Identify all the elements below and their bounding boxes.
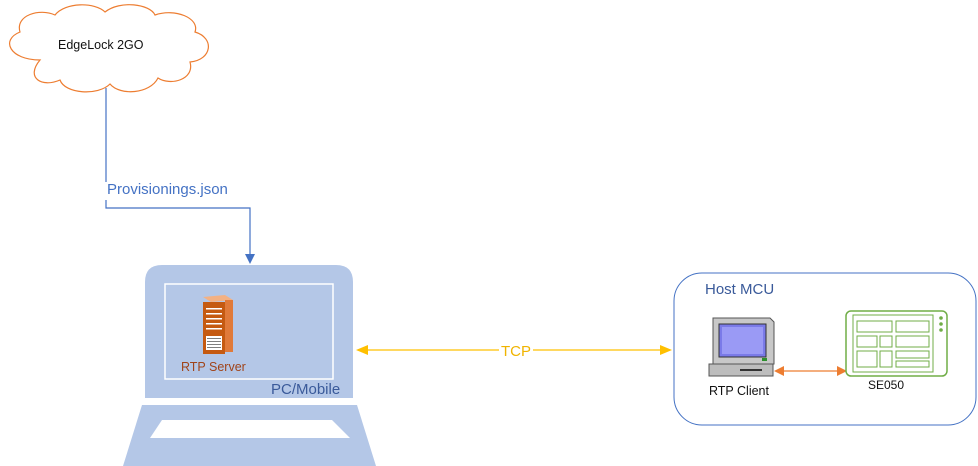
se050-label: SE050: [868, 378, 905, 392]
server-icon: [203, 295, 233, 354]
cloud-label: EdgeLock 2GO: [58, 38, 144, 52]
rtp-server-label: RTP Server: [181, 360, 246, 374]
host-mcu-label: Host MCU: [705, 281, 775, 298]
cloud-shape: [9, 4, 209, 93]
provisioning-label: Provisionings.json: [107, 181, 228, 198]
provisioning-connector: [105, 88, 255, 264]
laptop-icon: [123, 265, 376, 466]
pc-mobile-label: PC/Mobile: [271, 381, 341, 398]
tcp-label: TCP: [499, 343, 533, 360]
chip-icon: [845, 310, 948, 377]
edgelock-cloud: [9, 4, 209, 93]
rtp-client-label: RTP Client: [709, 384, 769, 398]
computer-icon: [708, 317, 775, 377]
